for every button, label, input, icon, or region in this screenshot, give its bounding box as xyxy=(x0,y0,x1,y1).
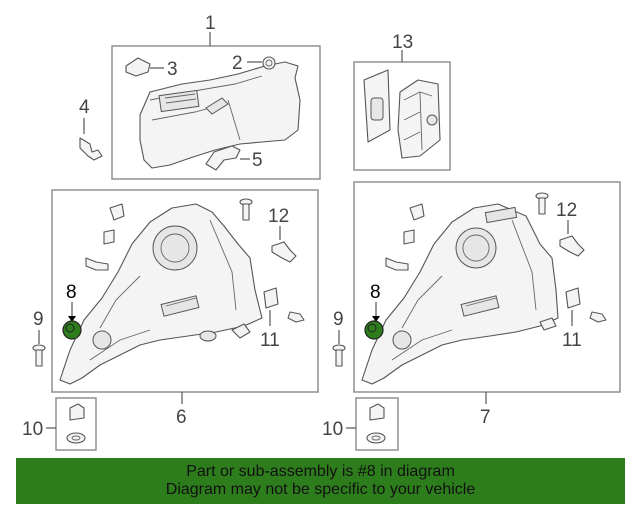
callout-2: 2 xyxy=(232,53,243,74)
assembly-7-group: 7 12 11 8 xyxy=(353,181,621,428)
screw-mid-left xyxy=(85,257,109,271)
screw-9-left: 9 xyxy=(32,309,46,367)
callout-3: 3 xyxy=(167,59,178,80)
assembly-6-group: 6 12 11 xyxy=(51,189,319,428)
assembly-10-left-box xyxy=(55,397,97,451)
assembly-10-right-box xyxy=(355,397,399,451)
assembly-7-box xyxy=(353,181,621,393)
callout-7: 7 xyxy=(480,407,491,428)
handle-5 xyxy=(205,145,241,171)
banner-line-2: Diagram may not be specific to your vehi… xyxy=(165,481,476,498)
clip-3 xyxy=(125,57,151,77)
callout-9-right: 9 xyxy=(333,309,344,330)
callout-5: 5 xyxy=(252,150,263,171)
bolt-top-left xyxy=(239,198,253,221)
callout-1: 1 xyxy=(205,13,216,34)
callout-6: 6 xyxy=(176,407,187,428)
callout-10-right: 10 xyxy=(322,419,343,440)
callout-13: 13 xyxy=(392,32,413,53)
assembly-13-group: 13 xyxy=(353,32,451,171)
upper-trim-panel xyxy=(139,61,301,169)
banner-line-1: Part or sub-assembly is #8 in diagram xyxy=(186,463,455,480)
callout-4: 4 xyxy=(79,97,90,118)
assembly-6-box xyxy=(51,189,319,393)
clip-top-left xyxy=(109,203,125,221)
screw-4: 4 xyxy=(79,97,103,161)
push-pin-12-left: 12 xyxy=(268,206,297,263)
bracket-unit xyxy=(397,79,441,159)
clip-11-left: 11 xyxy=(199,287,305,351)
quarter-trim-panel-right xyxy=(361,203,559,385)
assembly-1-group: 1 2 3 5 xyxy=(111,13,321,180)
bolt-top-right xyxy=(535,192,549,215)
part-8-right-highlighted: 8 xyxy=(364,282,384,340)
assembly-10-right-group: 10 xyxy=(322,397,399,451)
callout-12-left: 12 xyxy=(268,206,289,227)
clip-11-right: 11 xyxy=(539,287,607,351)
callout-8-right: 8 xyxy=(370,282,381,303)
screw-9-right: 9 xyxy=(332,309,346,367)
part-8-left-highlighted: 8 xyxy=(62,282,82,340)
callout-12-right: 12 xyxy=(556,200,577,221)
callout-11-right: 11 xyxy=(562,330,582,351)
screw-mid-right xyxy=(385,257,409,271)
callout-9-left: 9 xyxy=(33,309,44,330)
assembly-10-left-group: 10 xyxy=(22,397,97,451)
callout-11-left: 11 xyxy=(260,330,280,351)
clip-2 xyxy=(262,56,276,70)
assembly-1-box xyxy=(111,45,321,180)
push-pin-12-right: 12 xyxy=(556,200,585,257)
callout-8-left: 8 xyxy=(66,282,77,303)
callout-10-left: 10 xyxy=(22,419,43,440)
info-banner: Part or sub-assembly is #8 in diagram Di… xyxy=(16,458,625,504)
